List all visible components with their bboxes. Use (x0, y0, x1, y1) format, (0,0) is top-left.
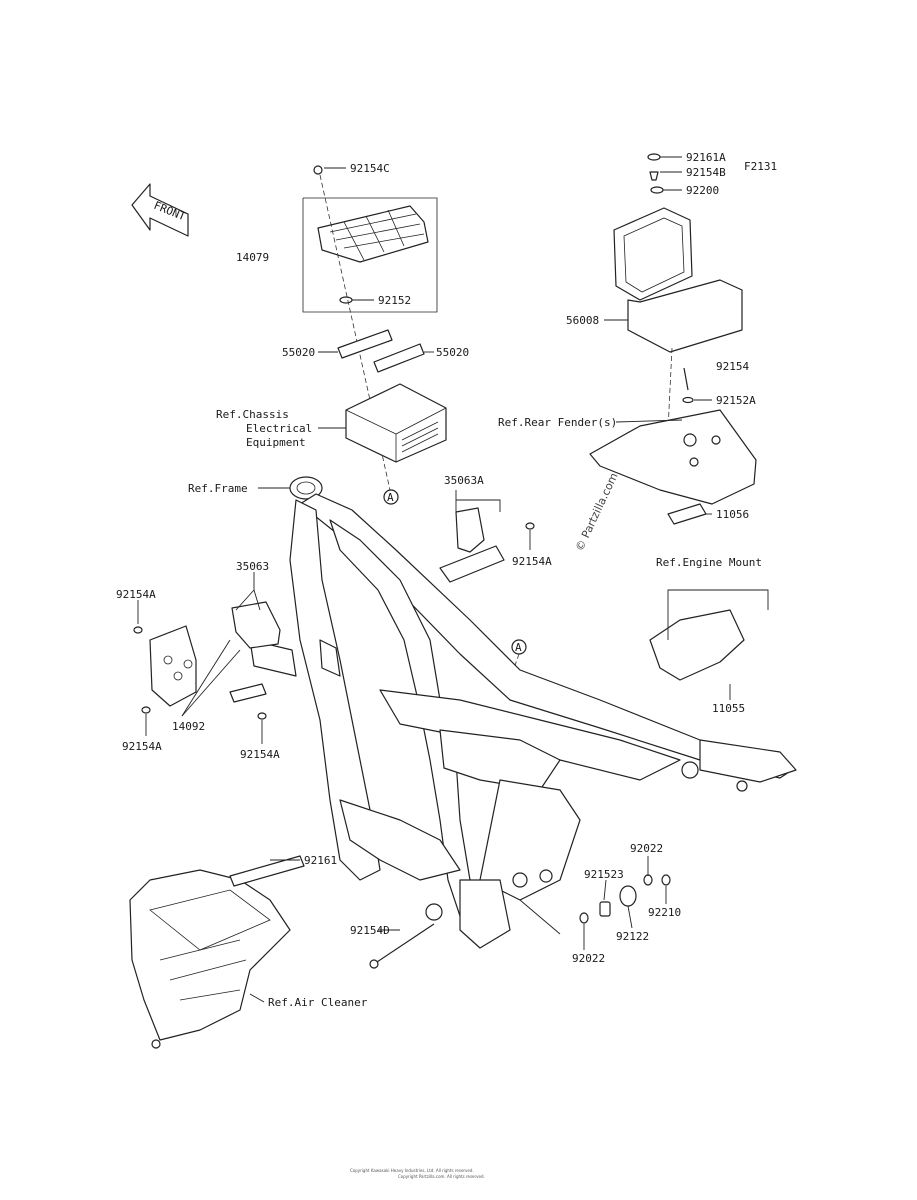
callout-a-frame: A (509, 639, 527, 681)
label-ref-chassis-2: Electrical (246, 422, 312, 435)
label-ref-engine-mount: Ref.Engine Mount (656, 556, 762, 569)
bushings-group (579, 874, 671, 924)
frame (249, 476, 797, 949)
label-92154D: 92154D (350, 924, 390, 937)
front-arrow-icon: FRONT (131, 183, 189, 237)
battery-cover-group (302, 165, 438, 491)
label-ref-chassis-3: Equipment (246, 436, 306, 449)
battery-pad-group (337, 329, 425, 373)
svg-text:A: A (515, 641, 522, 654)
label-92154A-bottom-left: 92154A (122, 740, 162, 753)
label-ref-chassis-1: Ref.Chassis (216, 408, 289, 421)
label-ref-rear-fender: Ref.Rear Fender(s) (498, 416, 617, 429)
bracket-11056 (667, 503, 707, 525)
label-92154C: 92154C (350, 162, 390, 175)
label-92161A: 92161A (686, 151, 726, 164)
label-92154A-right: 92154A (512, 555, 552, 568)
label-35063A: 35063A (444, 474, 484, 487)
label-92154B: 92154B (686, 166, 726, 179)
bolt-92154D (369, 923, 435, 969)
label-56008: 56008 (566, 314, 599, 327)
label-ref-air-cleaner: Ref.Air Cleaner (268, 996, 368, 1009)
label-92122: 92122 (616, 930, 649, 943)
label-921523: 921523 (584, 868, 624, 881)
label-92210: 92210 (648, 906, 681, 919)
label-14092: 14092 (172, 720, 205, 733)
label-92154A-bottom: 92154A (240, 748, 280, 761)
label-35063: 35063 (236, 560, 269, 573)
label-14079: 14079 (236, 251, 269, 264)
label-92161: 92161 (304, 854, 337, 867)
label-92022-bottom: 92022 (572, 952, 605, 965)
label-92200: 92200 (686, 184, 719, 197)
battery (345, 383, 447, 463)
label-F2131: F2131 (744, 160, 777, 173)
side-bracket-left (133, 601, 281, 720)
leader-lines (137, 156, 769, 1003)
bolt-92154 (682, 367, 694, 404)
svg-text:A: A (387, 491, 394, 504)
footer-line-2: Copyright Partzilla.com. All rights rese… (398, 1174, 485, 1179)
label-ref-frame: Ref.Frame (188, 482, 248, 495)
watermark: © Partzilla.com (573, 471, 621, 553)
tool-box (613, 153, 743, 431)
label-92152: 92152 (378, 294, 411, 307)
label-92154: 92154 (716, 360, 749, 373)
mount-35063A (439, 507, 535, 583)
label-55020-right: 55020 (436, 346, 469, 359)
label-11055: 11055 (712, 702, 745, 715)
callout-a-top: A (383, 489, 399, 505)
air-cleaner (129, 855, 305, 1049)
footer-line-1: Copyright Kawasaki Heavy Industries, Ltd… (350, 1168, 474, 1173)
label-92022-top: 92022 (630, 842, 663, 855)
label-92154A-top-left: 92154A (116, 588, 156, 601)
label-92152A: 92152A (716, 394, 756, 407)
part-labels: 92154C 14079 92152 55020 55020 Ref.Chass… (116, 151, 777, 1009)
label-55020-left: 55020 (282, 346, 315, 359)
label-11056: 11056 (716, 508, 749, 521)
